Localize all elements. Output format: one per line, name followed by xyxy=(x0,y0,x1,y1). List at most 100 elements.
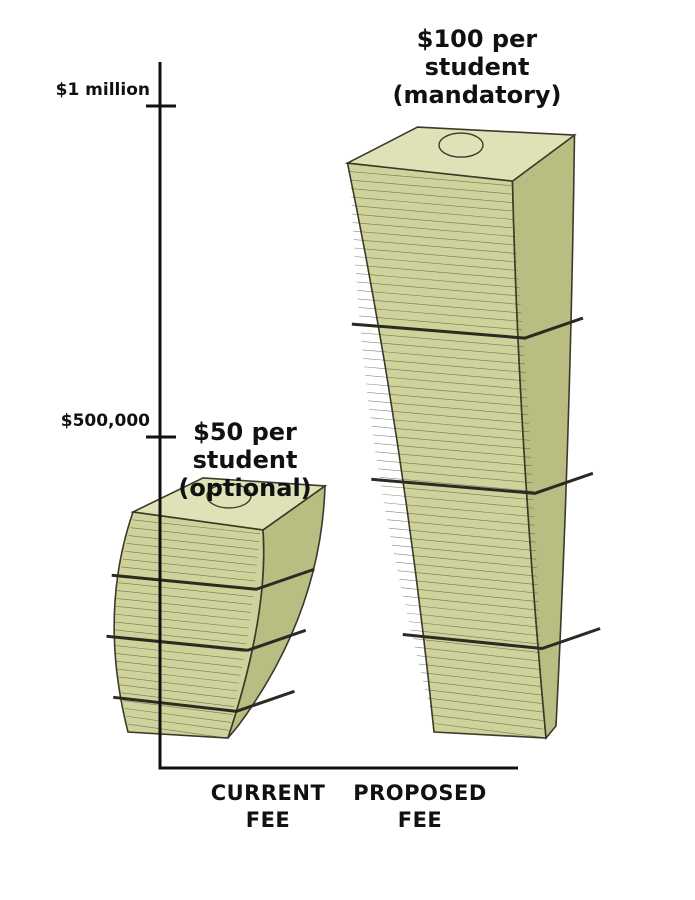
bar-stack-line xyxy=(395,561,538,577)
x-tick-label: FEE xyxy=(246,808,291,832)
y-tick-label: $500,000 xyxy=(61,411,150,431)
bar xyxy=(344,126,601,740)
bar-stack-band xyxy=(351,316,584,340)
bar-stack-line xyxy=(124,708,232,723)
bar-stack-line xyxy=(353,230,516,246)
bar-stack-line xyxy=(425,689,543,704)
bar-stack-band xyxy=(106,628,307,652)
bar-stack-line xyxy=(363,358,526,373)
x-tick-label: PROPOSED xyxy=(353,781,487,805)
bar-stack-line xyxy=(361,341,525,356)
bar-stack-line xyxy=(128,535,259,550)
x-tick-label: FEE xyxy=(398,808,443,832)
bar-stack-line xyxy=(358,307,522,322)
bar-stack-line xyxy=(392,544,537,560)
bar-stack-line xyxy=(116,660,241,676)
bar-stack-line xyxy=(397,570,538,585)
bar-stack-line xyxy=(364,366,527,382)
bar-stack-line xyxy=(369,409,529,424)
bar-stack-line xyxy=(408,621,540,636)
bar-stack-line xyxy=(126,543,258,558)
bar-stack-line xyxy=(351,196,514,212)
bar-stack-line xyxy=(399,578,539,594)
bar-stack-line xyxy=(412,638,541,653)
bar-stack-line xyxy=(352,222,516,237)
bar-stack-line xyxy=(410,629,541,645)
bar-stack-line xyxy=(374,443,532,458)
bar-stack-line xyxy=(365,375,527,390)
bar-label: student xyxy=(425,53,530,81)
bar-stack-line xyxy=(370,417,530,433)
bar-stack-line xyxy=(406,612,540,628)
bar-stack-line xyxy=(403,595,539,611)
bar-stack-line xyxy=(116,590,253,605)
bar-stack-line xyxy=(378,468,533,484)
bar-stack-line xyxy=(383,502,535,518)
bar-stack-line xyxy=(360,332,524,348)
bar-stack-line xyxy=(362,349,525,365)
bar-label: (optional) xyxy=(178,474,311,502)
bar-stack-line xyxy=(121,692,235,708)
bar-stack-line xyxy=(431,714,544,730)
bar-stack-line xyxy=(118,676,238,692)
bar-stack-line xyxy=(427,697,543,713)
bar-stack-line xyxy=(404,604,540,619)
bar-stack-side xyxy=(227,484,326,739)
bar-stack-line xyxy=(366,383,528,399)
bar-stack-line xyxy=(355,264,519,280)
bar-stack-line xyxy=(419,663,542,679)
bar-stack-line xyxy=(423,680,543,696)
bar-stack-line xyxy=(421,672,542,687)
bar-stack-line xyxy=(375,451,532,467)
bar xyxy=(106,477,328,739)
bar-stack-line xyxy=(118,582,254,597)
bar-stack-line xyxy=(126,715,230,731)
bar-stack-line xyxy=(114,645,244,660)
bar-stack-line xyxy=(351,205,514,220)
bar-stack-line xyxy=(393,553,537,568)
bar-stack-line xyxy=(130,527,260,542)
bill-portrait xyxy=(206,483,252,509)
bar-stack-line xyxy=(385,510,535,526)
bar-stack-top xyxy=(130,477,328,531)
bar-stack-line xyxy=(372,434,531,450)
bar-stack-line xyxy=(124,550,257,566)
money-stacks xyxy=(106,126,601,740)
bar-stack-line xyxy=(122,558,257,574)
bar-stack-line xyxy=(350,188,513,203)
bar-stack-line xyxy=(388,527,536,543)
bar-stack-line xyxy=(352,213,515,229)
bar-stack-line xyxy=(359,315,523,331)
bar-stack-line xyxy=(357,290,521,305)
bar-stack-side xyxy=(511,133,576,740)
bar-label: $50 per xyxy=(193,418,297,446)
bar-stack-line xyxy=(353,239,517,254)
bill-portrait xyxy=(438,132,484,158)
bar-label: (mandatory) xyxy=(392,81,561,109)
bar-stack-line xyxy=(114,629,247,645)
bar-stack-top xyxy=(344,126,577,182)
bar-stack-line xyxy=(401,587,539,602)
bar-stack-line xyxy=(390,536,537,552)
bar-stack-line xyxy=(116,598,252,613)
bar-stack-line xyxy=(355,273,520,288)
bar-stack-line xyxy=(117,668,240,684)
bar-stack-line xyxy=(354,256,518,271)
bar-stack-band xyxy=(402,627,601,651)
bar-stack-line xyxy=(122,700,233,715)
bar-stack-band xyxy=(371,471,594,495)
bar-stack-line xyxy=(376,459,533,475)
bar-stack-line xyxy=(114,613,249,629)
bar-stack-line xyxy=(416,655,542,670)
bar-stack-line xyxy=(356,281,520,297)
bar-stack-line xyxy=(382,493,534,509)
bar-stack-line xyxy=(429,706,544,721)
bar-stack-band xyxy=(113,689,295,713)
bar-stack-line xyxy=(114,621,248,637)
bar-stack-line xyxy=(380,485,534,501)
chart-text: $500,000$1 million$50 perstudent(optiona… xyxy=(56,25,562,832)
bar-stack-line xyxy=(349,171,512,186)
bar-label: student xyxy=(193,446,298,474)
bar-stack-line xyxy=(414,646,541,662)
